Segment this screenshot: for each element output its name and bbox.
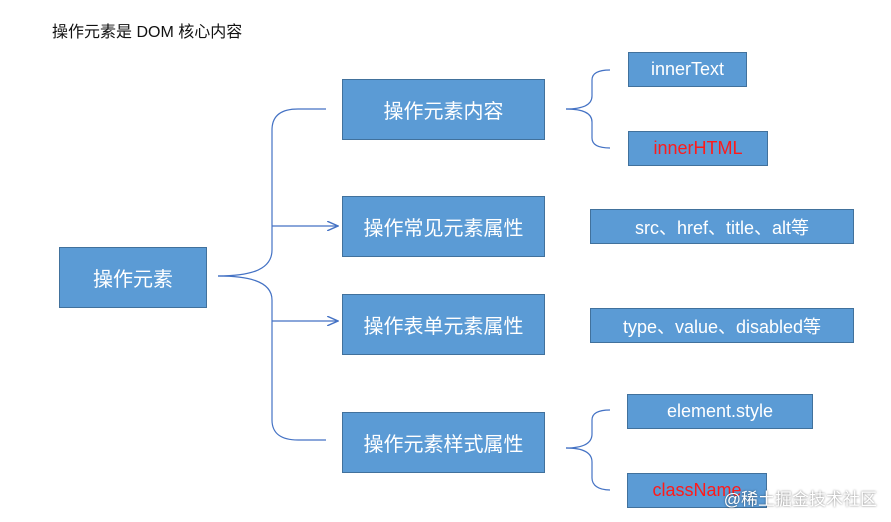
leaf-common-attrs-detail-label: src、href、title、alt等 bbox=[634, 217, 810, 238]
leaf-innertext: innerText bbox=[628, 52, 747, 87]
root-node: 操作元素 bbox=[59, 247, 207, 308]
diagram-caption: 操作元素是 DOM 核心内容 bbox=[52, 24, 243, 41]
leaf-form-attrs-detail-label: type、value、disabled等 bbox=[622, 316, 822, 337]
node-form-attrs-label: 操作表单元素属性 bbox=[363, 316, 524, 338]
style-brace bbox=[565, 409, 611, 449]
leaf-innertext-label: innerText bbox=[650, 59, 725, 79]
node-common-attrs-label: 操作常见元素属性 bbox=[363, 218, 524, 240]
root-brace-lower bbox=[217, 275, 326, 441]
node-content-label: 操作元素内容 bbox=[383, 101, 504, 123]
leaf-classname: className bbox=[627, 473, 767, 508]
node-form-attrs: 操作表单元素属性 bbox=[342, 294, 545, 355]
root-brace bbox=[217, 108, 326, 277]
root-node-label: 操作元素 bbox=[93, 269, 173, 291]
content-brace-lower bbox=[565, 108, 611, 149]
watermark-text: @稀土掘金技术社区 bbox=[723, 490, 877, 509]
leaf-element-style: element.style bbox=[627, 394, 813, 429]
content-brace bbox=[565, 69, 611, 110]
node-style-attrs: 操作元素样式属性 bbox=[342, 412, 545, 473]
leaf-element-style-label: element.style bbox=[666, 401, 774, 421]
leaf-common-attrs-detail: src、href、title、alt等 bbox=[590, 209, 854, 244]
style-brace-lower bbox=[565, 447, 611, 491]
leaf-innerhtml-label: innerHTML bbox=[653, 138, 743, 158]
node-common-attrs: 操作常见元素属性 bbox=[342, 196, 545, 257]
node-style-attrs-label: 操作元素样式属性 bbox=[363, 434, 524, 456]
node-content: 操作元素内容 bbox=[342, 79, 545, 140]
leaf-form-attrs-detail: type、value、disabled等 bbox=[590, 308, 854, 343]
leaf-classname-label: className bbox=[652, 480, 742, 500]
leaf-innerhtml: innerHTML bbox=[628, 131, 768, 166]
